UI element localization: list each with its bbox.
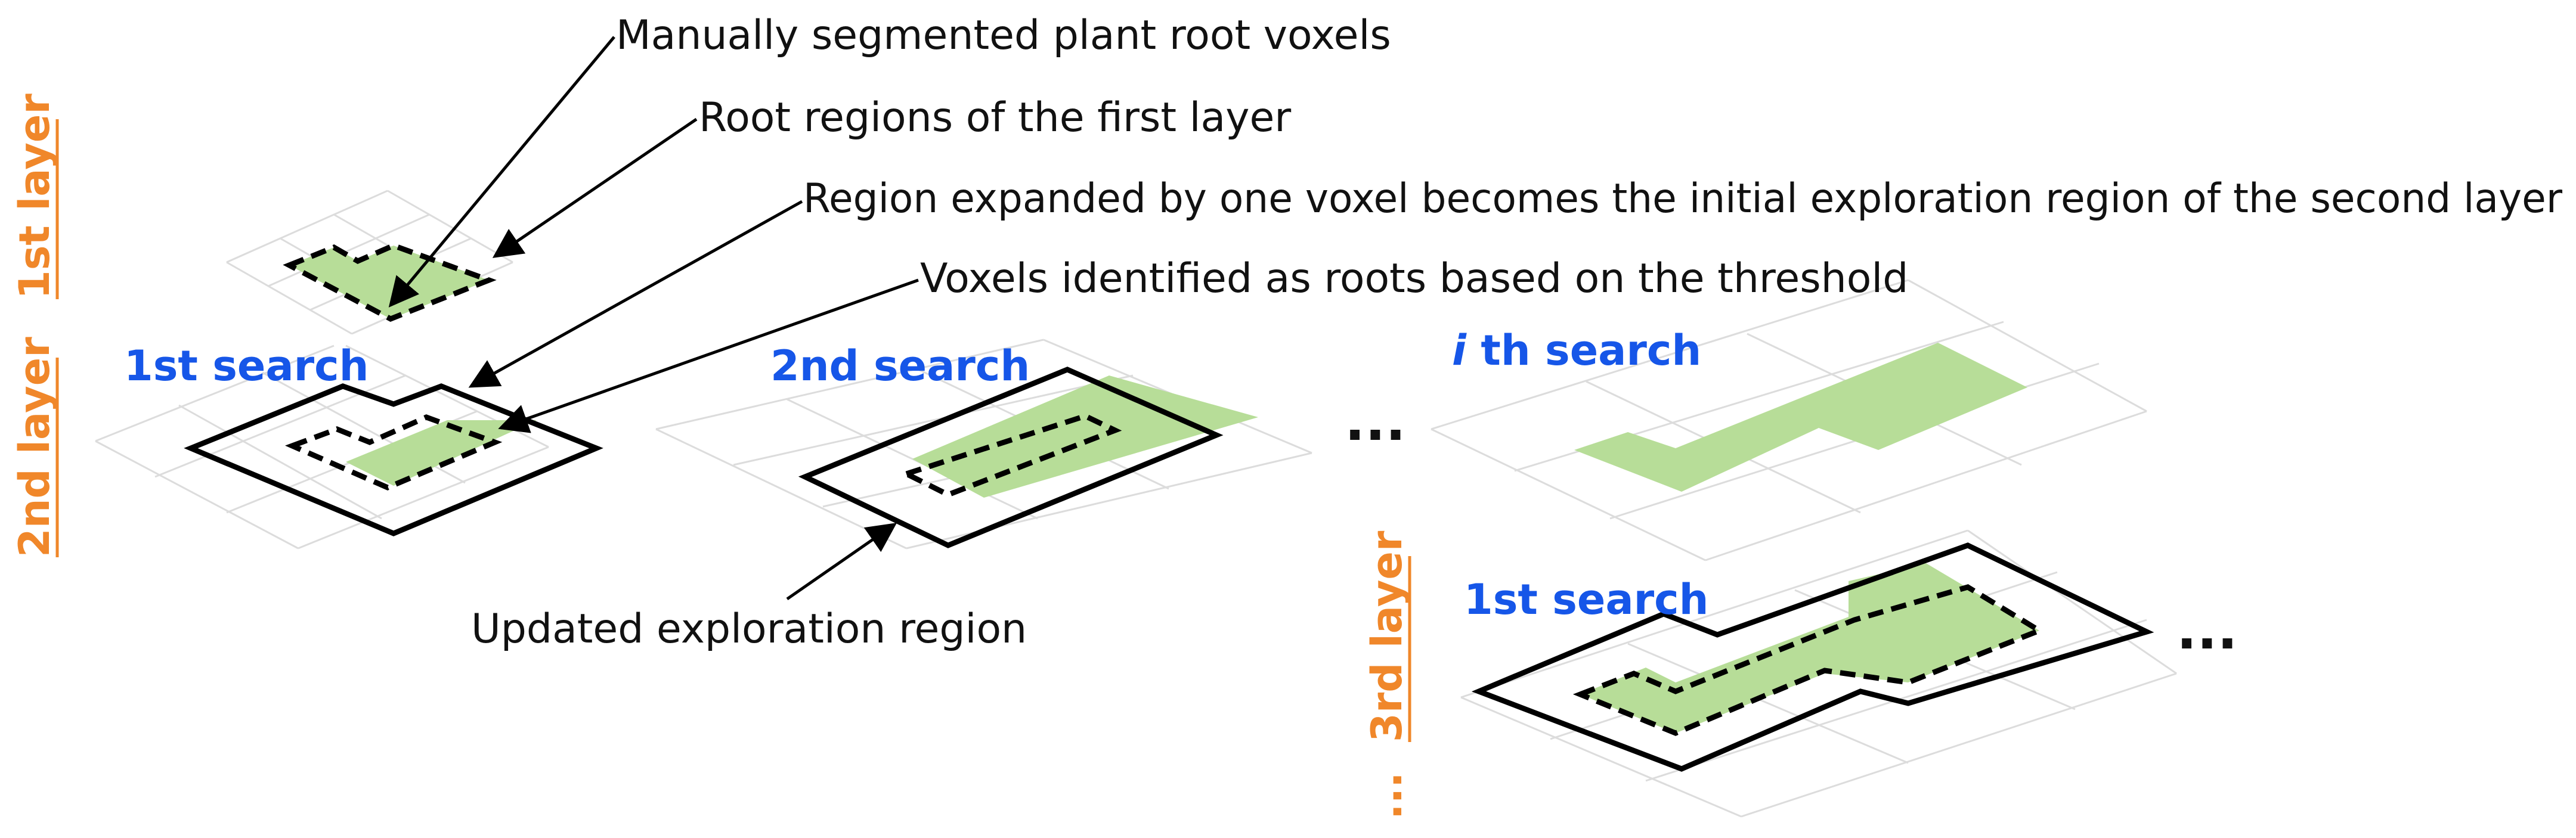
layer1-root-region [283, 243, 497, 322]
ith-symbol: i [1452, 326, 1467, 375]
layer3-roots [1580, 563, 2039, 733]
layer2-search2-panel [655, 339, 1312, 550]
search2-roots-found [912, 375, 1258, 498]
svg-text:...: ... [1363, 772, 1411, 820]
layer2-exploration-region [184, 383, 603, 536]
searchi-roots-found [1574, 343, 2027, 492]
leader-updated [786, 523, 897, 601]
leader-lines [388, 36, 919, 601]
leader-root-regions [492, 117, 698, 258]
layer3-search1-panel [1460, 529, 2177, 818]
layer-label-second: 2nd layer [10, 337, 59, 557]
annotation-expanded: Region expanded by one voxel becomes the… [803, 175, 2562, 222]
search2-root-region [899, 413, 1122, 498]
svg-text:3rd layer: 3rd layer [1363, 530, 1411, 742]
annotation-root-regions: Root regions of the first layer [699, 94, 1291, 141]
layer2-initial-region [285, 414, 503, 491]
search-label-layer2-ith: i th search [1452, 326, 1701, 375]
layer-label-more: ... [1363, 772, 1411, 820]
svg-text:1st layer: 1st layer [10, 94, 59, 299]
layer3-initial-region [1572, 584, 2046, 736]
search-label-layer2-first: 1st search [124, 342, 369, 390]
leader-manual [388, 36, 615, 308]
layer2-roots-found [346, 420, 537, 486]
search-label-layer2-second: 2nd search [770, 342, 1030, 390]
layer3-exploration-region [1471, 542, 2154, 772]
ith-rest: th search [1466, 326, 1701, 375]
search2-exploration-region [798, 367, 1224, 548]
ellipsis-layer2: ... [1345, 390, 1406, 453]
annotation-updated: Updated exploration region [471, 606, 1027, 653]
layer2-searchi-grid [1431, 279, 2147, 561]
annotation-manual: Manually segmented plant root voxels [616, 12, 1391, 59]
layer-label-first: 1st layer [10, 94, 59, 299]
leader-expanded [468, 200, 803, 388]
layer-label-third: 3rd layer [1363, 530, 1411, 742]
annotation-threshold: Voxels identified as roots based on the … [920, 255, 1908, 302]
layer2-searchi-panel [1431, 279, 2147, 561]
search-label-layer3-first: 1st search [1464, 575, 1708, 624]
ellipsis-layer3: ... [2176, 599, 2238, 662]
svg-text:2nd layer: 2nd layer [10, 337, 59, 557]
leader-threshold [498, 278, 919, 433]
